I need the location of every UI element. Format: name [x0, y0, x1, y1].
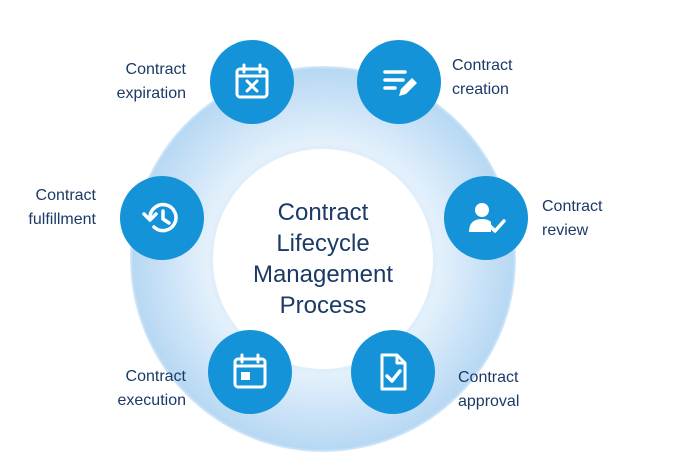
stage-review-label: Contract review: [542, 195, 602, 243]
stage-approval-label: Contract approval: [458, 366, 519, 414]
stage-execution-node: [208, 330, 292, 414]
center-hub: Contract Lifecycle Management Process: [213, 149, 433, 369]
stage-fulfillment-line2: fulfillment: [28, 211, 96, 228]
stage-review-node: [444, 176, 528, 260]
stage-approval-line2: approval: [458, 393, 520, 410]
calendar-x-icon: [235, 63, 269, 99]
stage-expiration-node: [210, 40, 294, 124]
calendar-event-icon: [233, 353, 267, 389]
stage-creation-label: Contract creation: [452, 54, 512, 102]
history-icon: [142, 202, 178, 233]
stage-expiration-line1: Contract: [125, 61, 186, 78]
stage-expiration-label: Contract expiration: [117, 58, 186, 106]
stage-execution-line1: Contract: [125, 368, 186, 385]
stage-review-line1: Contract: [542, 198, 603, 215]
stage-creation-line2: creation: [452, 81, 509, 98]
stage-expiration-line2: expiration: [116, 85, 186, 102]
stage-fulfillment-label: Contract fulfillment: [28, 184, 96, 232]
stage-creation-line1: Contract: [452, 57, 513, 74]
stage-approval-node: [351, 330, 435, 414]
user-check-icon: [469, 203, 506, 233]
stage-execution-label: Contract execution: [118, 365, 187, 413]
document-check-icon: [380, 353, 407, 391]
diagram-title: Contract Lifecycle Management Process: [252, 199, 394, 319]
stage-review-line2: review: [542, 222, 589, 239]
stage-approval-line1: Contract: [458, 369, 519, 386]
stage-fulfillment-line1: Contract: [35, 187, 96, 204]
stage-execution-line2: execution: [117, 392, 187, 409]
stage-creation-node: [357, 40, 441, 124]
document-edit-icon: [383, 70, 417, 96]
stage-fulfillment-node: [120, 176, 204, 260]
